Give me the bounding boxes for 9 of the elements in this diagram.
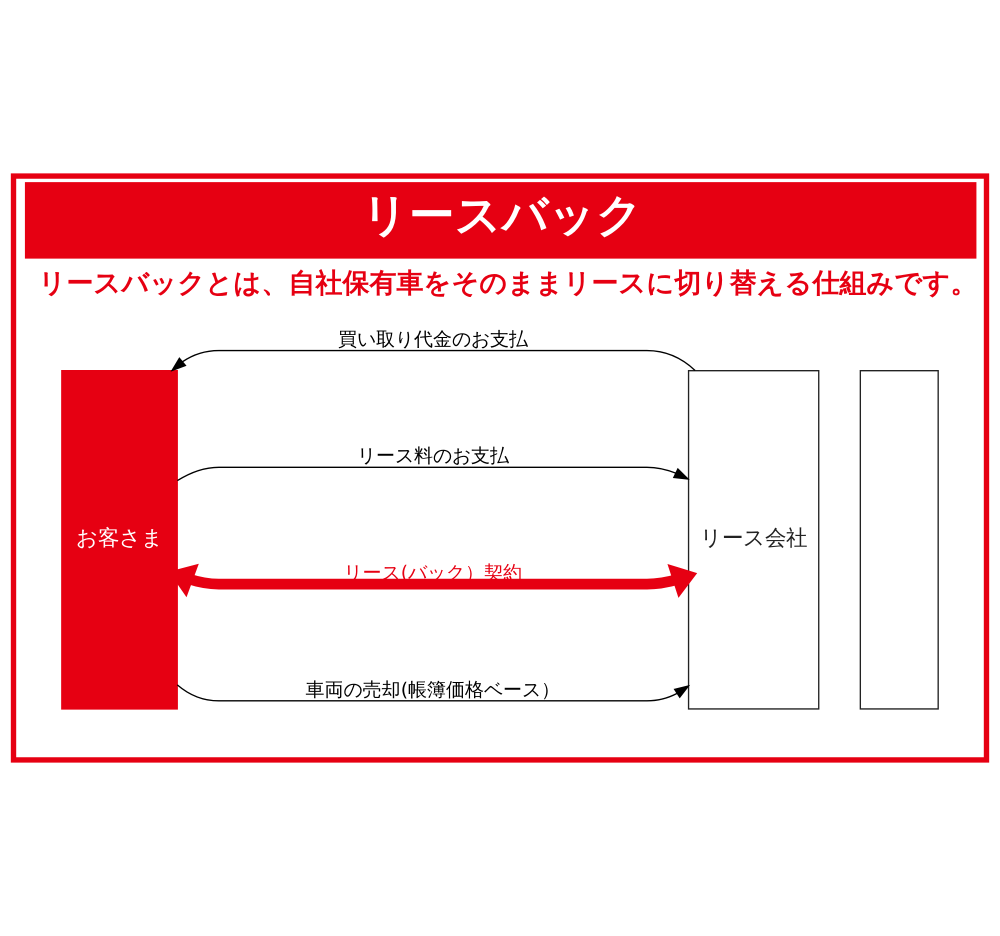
arrow (170, 350, 696, 372)
node-box: リース会社 (688, 370, 820, 710)
arrow (176, 684, 690, 702)
node-box (860, 370, 939, 710)
edge-label: 買い取り代金のお支払 (338, 329, 528, 350)
node-box: お客さま (61, 370, 178, 710)
edge-label: リース料のお支払 (356, 446, 509, 468)
edge-label: 車両の売却(帳簿価格ベース） (306, 680, 560, 701)
arrow (177, 466, 690, 482)
